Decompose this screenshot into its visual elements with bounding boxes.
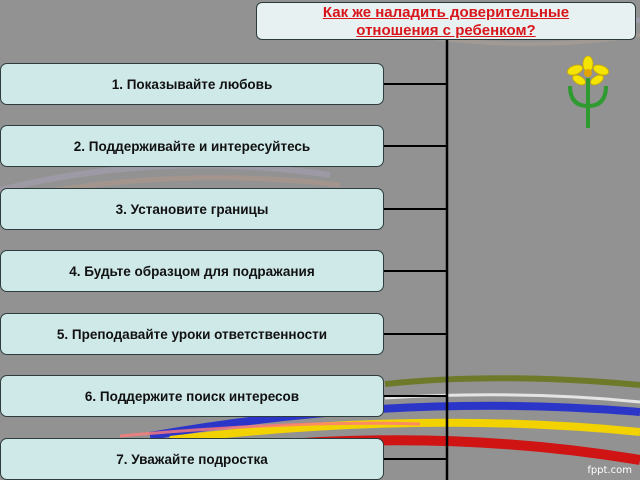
item-box-4: 4. Будьте образцом для подражания [0,250,384,292]
diagram-title: Как же наладить доверительные отношения … [256,2,636,40]
item-box-1: 1. Показывайте любовь [0,63,384,105]
title-line-2: отношения с ребенком? [356,22,536,39]
item-box-3: 3. Установите границы [0,188,384,230]
item-box-5: 5. Преподавайте уроки ответственности [0,313,384,355]
item-box-2: 2. Поддерживайте и интересуйтесь [0,125,384,167]
psi-flower-logo-icon [566,56,610,128]
title-line-1: Как же наладить доверительные [322,4,570,21]
item-box-7: 7. Уважайте подростка [0,438,384,480]
watermark: fppt.com [587,465,632,476]
item-box-6: 6. Поддержите поиск интересов [0,375,384,417]
